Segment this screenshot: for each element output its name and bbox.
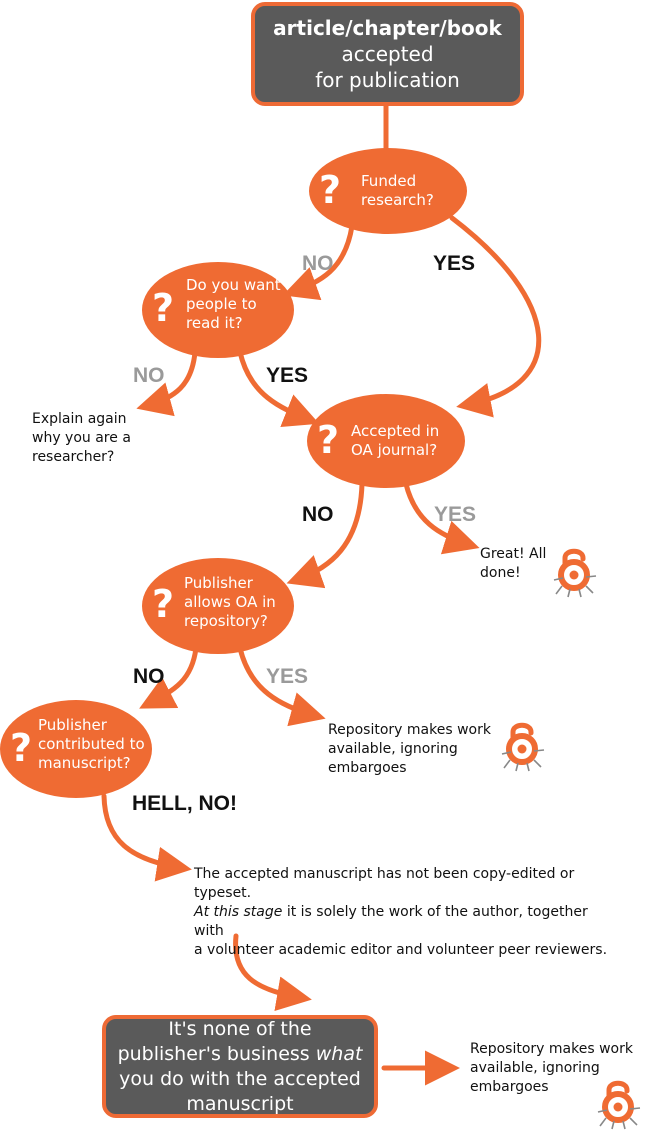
open-access-lock-icon — [501, 722, 545, 772]
manuscript-line2: At this stage it is solely the work of t… — [194, 903, 614, 941]
funded-no-label: NO — [302, 252, 334, 275]
arrow-allows-yes — [237, 645, 326, 727]
explain-note: Explain again why you are a researcher? — [32, 411, 131, 465]
publisher-allows-question: ? Publisher allows OA in repository? — [142, 558, 294, 654]
great-note: Great! All done! — [480, 546, 547, 581]
question-mark-icon: ? — [9, 726, 33, 770]
end-text-emphasis: what — [315, 1042, 363, 1065]
open-access-lock-icon — [597, 1080, 641, 1130]
publisher-allows-question-text: Publisher allows OA in repository? — [184, 574, 276, 630]
allows-yes-label: YES — [266, 665, 309, 688]
end-box: It's none of the publisher's business wh… — [102, 1015, 378, 1118]
funded-question: ? Funded research? — [309, 148, 467, 234]
manuscript-line2-rest: it is solely the work of the author, tog… — [194, 904, 588, 939]
question-mark-icon: ? — [316, 418, 340, 462]
manuscript-line2-emphasis: At this stage — [194, 904, 283, 920]
funded-yes-label: YES — [433, 252, 476, 275]
read-question-text: Do you want people to read it? — [186, 276, 281, 332]
oa-journal-question-text: Accepted in OA journal? — [351, 422, 440, 459]
allows-no-label: NO — [133, 665, 165, 688]
question-mark-icon: ? — [151, 582, 175, 626]
end-text-part1: It's none of the publisher's business — [117, 1017, 316, 1065]
start-box: article/chapter/book accepted for public… — [251, 2, 524, 106]
manuscript-line3: a volunteer academic editor and voluntee… — [194, 942, 608, 958]
start-line2: accepted — [341, 42, 434, 66]
arrow-funded-yes — [449, 215, 542, 418]
end-text: It's none of the publisher's business wh… — [106, 1017, 374, 1117]
question-mark-icon: ? — [151, 286, 175, 330]
open-access-lock-icon — [553, 548, 597, 598]
start-line3: for publication — [315, 68, 460, 92]
contributed-no-label: HELL, NO! — [132, 792, 237, 815]
read-question: ? Do you want people to read it? — [142, 262, 294, 358]
arrow-note-to-end — [233, 933, 312, 1012]
arrow-read-no — [136, 349, 198, 417]
start-line1: article/chapter/book — [273, 16, 502, 40]
arrow-oa-no — [286, 481, 365, 589]
repository-note: Repository makes work available, ignorin… — [328, 722, 491, 776]
publisher-contributed-question-text: Publisher contributed to manuscript? — [38, 716, 145, 772]
repository-note-2: Repository makes work available, ignorin… — [470, 1041, 633, 1095]
end-text-part3: you do with the accepted manuscript — [119, 1067, 361, 1115]
arrow-contributed-no — [101, 793, 192, 882]
publisher-contributed-question: ? Publisher contributed to manuscript? — [0, 700, 152, 798]
arrow-funded-no — [282, 223, 355, 301]
manuscript-line1: The accepted manuscript has not been cop… — [194, 866, 575, 901]
manuscript-note: The accepted manuscript has not been cop… — [194, 865, 614, 960]
funded-question-text: Funded research? — [361, 172, 434, 209]
question-mark-icon: ? — [318, 168, 342, 212]
oa-yes-label: YES — [434, 503, 477, 526]
read-no-label: NO — [133, 364, 165, 387]
arrow-allows-no — [139, 645, 199, 709]
oa-journal-question: ? Accepted in OA journal? — [307, 394, 465, 488]
arrow-oa-yes — [403, 481, 480, 555]
read-yes-label: YES — [266, 364, 309, 387]
arrow-read-yes — [237, 349, 320, 427]
oa-no-label: NO — [302, 503, 334, 526]
